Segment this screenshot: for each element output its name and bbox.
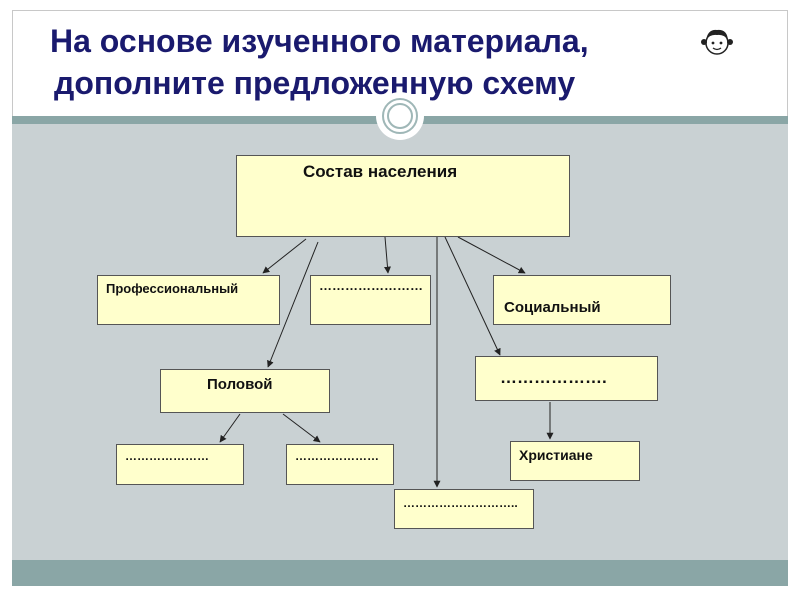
social-box: Социальный	[493, 275, 671, 325]
slide-title: На основе изученного материала, дополнит…	[14, 20, 790, 104]
arrow-root-professional	[262, 238, 307, 274]
professional-label: Профессиональный	[106, 281, 239, 296]
christians-label: Христиане	[519, 447, 593, 463]
gender-child-left-box: …………………	[116, 444, 244, 485]
title-line-2: дополните предложенную схему	[54, 65, 576, 101]
christians-box: Христиане	[510, 441, 640, 481]
gender-child-right-label: …………………	[295, 449, 379, 463]
gender-child-right-box: …………………	[286, 444, 394, 485]
decorative-ring-icon	[376, 92, 424, 140]
girl-face-icon	[701, 29, 733, 55]
root-label: Состав населения	[303, 162, 458, 181]
social-child-label: ……………….	[500, 368, 607, 387]
arrow-root-gender	[267, 241, 319, 368]
gender-box: Половой	[160, 369, 330, 413]
arrow-root-blank-top	[383, 236, 391, 274]
blank-bottom-label: ………………………..	[403, 496, 518, 510]
arrow-root-social	[457, 236, 526, 274]
gender-child-left-label: …………………	[125, 449, 209, 463]
footer-strip	[12, 560, 788, 586]
arrow-gender-right	[282, 413, 321, 443]
title-line-1: На основе изученного материала,	[50, 23, 589, 59]
arrow-root-social-child	[444, 236, 501, 356]
arrow-gender-left	[219, 413, 241, 443]
social-child-box: ……………….	[475, 356, 658, 401]
root-box: Состав населения	[236, 155, 570, 237]
gender-label: Половой	[207, 376, 273, 393]
blank-top-box: ……………………	[310, 275, 431, 325]
professional-box: Профессиональный	[97, 275, 280, 325]
blank-bottom-box: ………………………..	[394, 489, 534, 529]
blank-top-label: ……………………	[319, 278, 423, 293]
social-label: Социальный	[504, 299, 601, 316]
